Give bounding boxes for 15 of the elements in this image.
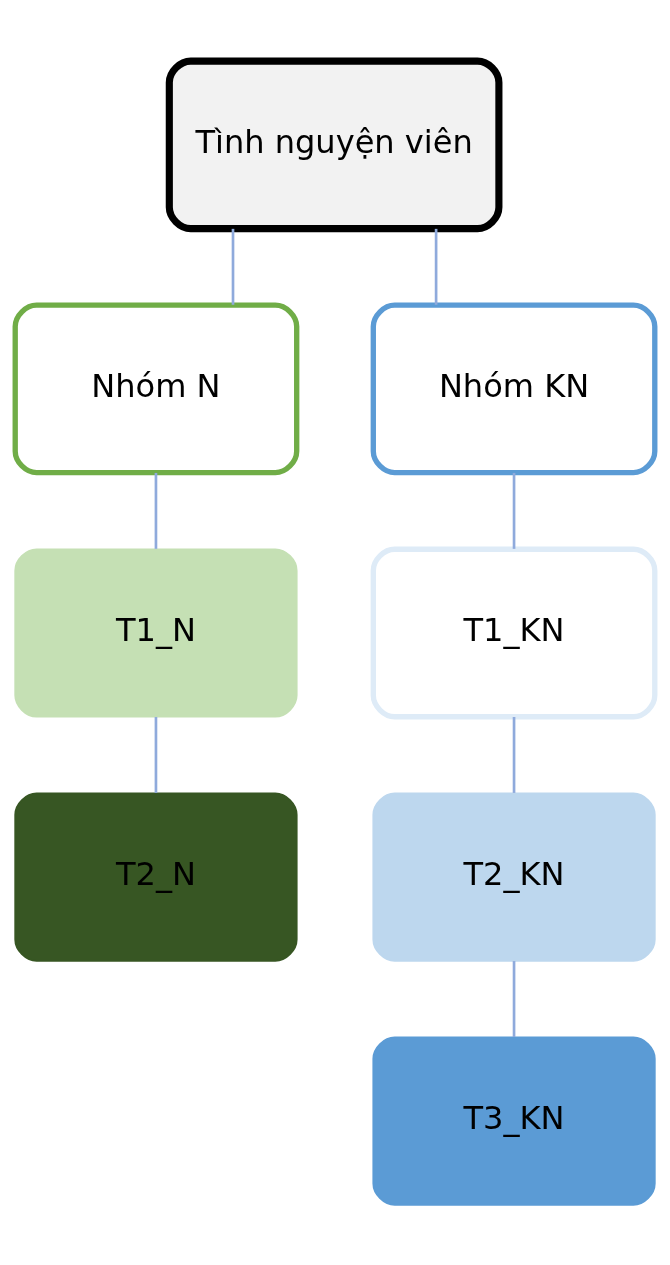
- connector: [512, 716, 516, 793]
- node-box: T3_KN: [372, 1036, 656, 1206]
- node-box: T1_N: [14, 547, 298, 718]
- node-box: Nhóm KN: [370, 302, 658, 475]
- connector: [512, 472, 516, 549]
- node-box: T2_N: [14, 791, 298, 962]
- connector: [154, 472, 158, 549]
- connector: [231, 228, 235, 305]
- node-box: T2_KN: [372, 791, 656, 962]
- connector: [512, 960, 516, 1037]
- node-box: Tình nguyện viên: [165, 57, 503, 232]
- connector: [154, 716, 158, 793]
- node-box: Nhóm N: [12, 302, 300, 475]
- node-box: T1_KN: [370, 546, 658, 719]
- connector: [434, 228, 438, 305]
